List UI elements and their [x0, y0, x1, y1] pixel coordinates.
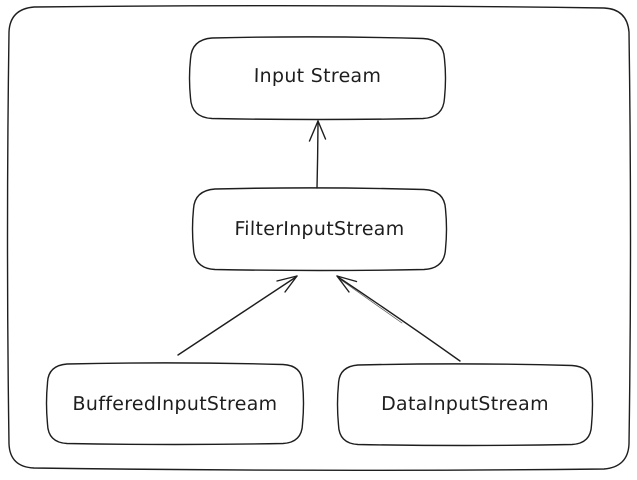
edge-buffered-to-filter	[177, 275, 298, 356]
edge-line-sketch	[179, 310, 245, 354]
edge-filter-to-inputstream	[308, 120, 327, 189]
edge-line	[337, 276, 461, 362]
node-box-buffered-input-stream	[45, 362, 305, 446]
node-box-input-stream	[188, 36, 447, 121]
arrowhead-icon	[336, 275, 350, 293]
edge-data-to-filter	[336, 275, 461, 362]
node-label-data-input-stream: DataInputStream	[380, 393, 550, 415]
node-label-buffered-input-stream: BufferedInputStream	[72, 393, 278, 415]
node-label-filter-input-stream: FilterInputStream	[234, 218, 405, 240]
arrowhead-icon	[317, 120, 327, 140]
edge-line	[316, 121, 319, 189]
arrowhead-icon	[308, 120, 319, 142]
node-box-filter-input-stream	[191, 187, 448, 272]
arrowhead-icon	[284, 275, 298, 293]
arrowhead-icon	[276, 275, 298, 282]
arrowhead-icon	[336, 275, 358, 283]
outer-frame	[6, 5, 632, 471]
node-label-input-stream: Input Stream	[253, 65, 382, 87]
node-box-data-input-stream	[336, 363, 594, 447]
edge-line-sketch	[340, 279, 403, 324]
